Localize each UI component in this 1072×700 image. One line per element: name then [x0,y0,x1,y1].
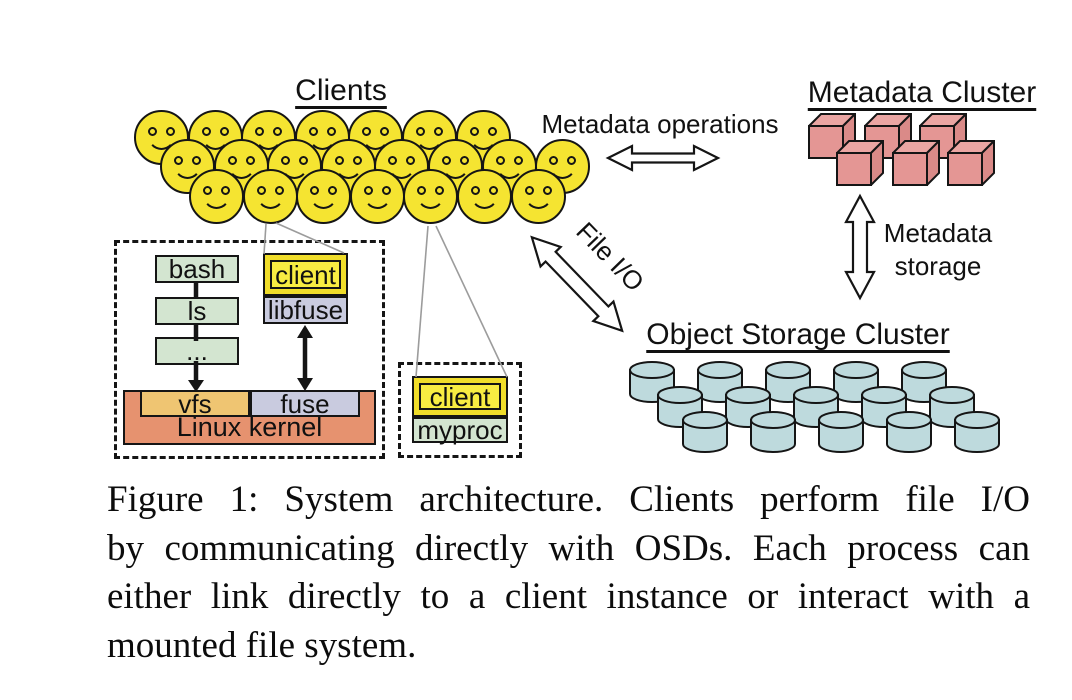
caption-line: mounted file system. [107,624,417,666]
client-box-fuse-label: client [270,260,341,289]
metadata-operations-label: Metadata operations [541,109,779,139]
process-box-ls: ls [155,297,239,325]
client-smiley-icon [457,169,512,224]
smiley-mouth [202,177,231,209]
osd-cylinder-icon [954,411,1000,453]
metadata-server-cube-icon [891,140,940,186]
smiley-mouth [523,177,553,209]
process-box-bash: bash [155,255,239,283]
client-smiley-icon [349,169,405,224]
smiley-mouth [494,147,524,179]
libfuse-box: libfuse [263,296,348,324]
smiley-mouth [548,147,578,179]
myproc-box: myproc [412,417,508,443]
smiley-mouth [441,147,470,179]
client-smiley-icon [510,169,566,224]
client-zoom-line [415,225,429,378]
client-smiley-icon [296,169,352,224]
smiley-mouth [255,177,285,209]
smiley-mouth [470,177,499,209]
process-box-more: ... [155,337,239,365]
smiley-mouth [333,147,363,179]
metadata-operations-arrow [605,144,721,172]
metadata-server-cube-icon [919,113,967,159]
client-box-direct: client [412,376,508,417]
smiley-mouth [387,147,417,179]
osd-cylinder-icon [697,361,743,403]
osd-cylinder-icon [833,361,879,403]
smiley-mouth [309,177,339,209]
smiley-mouth [415,118,444,150]
osd-cylinder-icon [682,411,728,453]
file-io-label: File I/O [570,216,651,298]
osd-cylinder-icon [861,386,907,428]
osd-cylinder-icon [765,361,811,403]
osd-cylinder-icon [901,361,947,403]
smiley-mouth [280,147,310,179]
metadata-server-cube-icon [836,140,884,186]
metadata-cluster-title: Metadata Cluster [807,76,1037,109]
caption-line: by communicating directly with OSDs. Eac… [107,527,1030,569]
metadata-storage-line1: Metadata [883,218,993,248]
fuse-box: fuse [250,390,360,417]
smiley-mouth [200,118,230,150]
osd-cylinder-icon [818,411,864,453]
smiley-mouth [361,118,391,150]
osd-cylinder-icon [657,386,703,428]
smiley-mouth [226,147,256,179]
metadata-server-cube-icon [947,140,995,186]
client-smiley-icon [242,169,298,224]
smiley-mouth [254,118,284,150]
smiley-mouth [362,177,392,209]
client-smiley-icon [403,169,459,224]
smiley-mouth [173,147,202,179]
metadata-server-cube-icon [808,113,856,159]
smiley-mouth [147,118,176,150]
figure-caption: Figure 1: System architecture. Clients p… [107,476,1030,670]
client-box-direct-label: client [419,383,501,410]
caption-line: Figure 1: System architecture. Clients p… [107,479,1030,520]
smiley-mouth [307,118,337,150]
fuse-client-dashed-box [114,240,385,459]
smiley-mouth [416,177,446,209]
smiley-mouth [468,118,498,150]
caption-line: either link directly to a client instanc… [107,576,1030,617]
metadata-storage-arrow [844,193,876,301]
linux-kernel-label: Linux kernel [176,412,323,442]
client-box-fuse: client [263,253,348,296]
metadata-storage-line2: storage [894,251,982,281]
object-storage-cluster-title: Object Storage Cluster [646,318,950,351]
osd-cylinder-icon [725,386,771,428]
osd-cylinder-icon [929,386,975,428]
osd-cylinder-icon [750,411,796,453]
client-zoom-line [435,225,508,378]
clients-title: Clients [295,74,387,107]
metadata-server-cube-icon [863,113,912,159]
metadata-storage-label: Metadata storage [884,217,992,283]
osd-cylinder-icon [793,386,839,428]
osd-cylinder-icon [629,361,675,403]
client-smiley-icon [189,169,244,224]
vfs-box: vfs [140,390,250,417]
osd-cylinder-icon [886,411,932,453]
